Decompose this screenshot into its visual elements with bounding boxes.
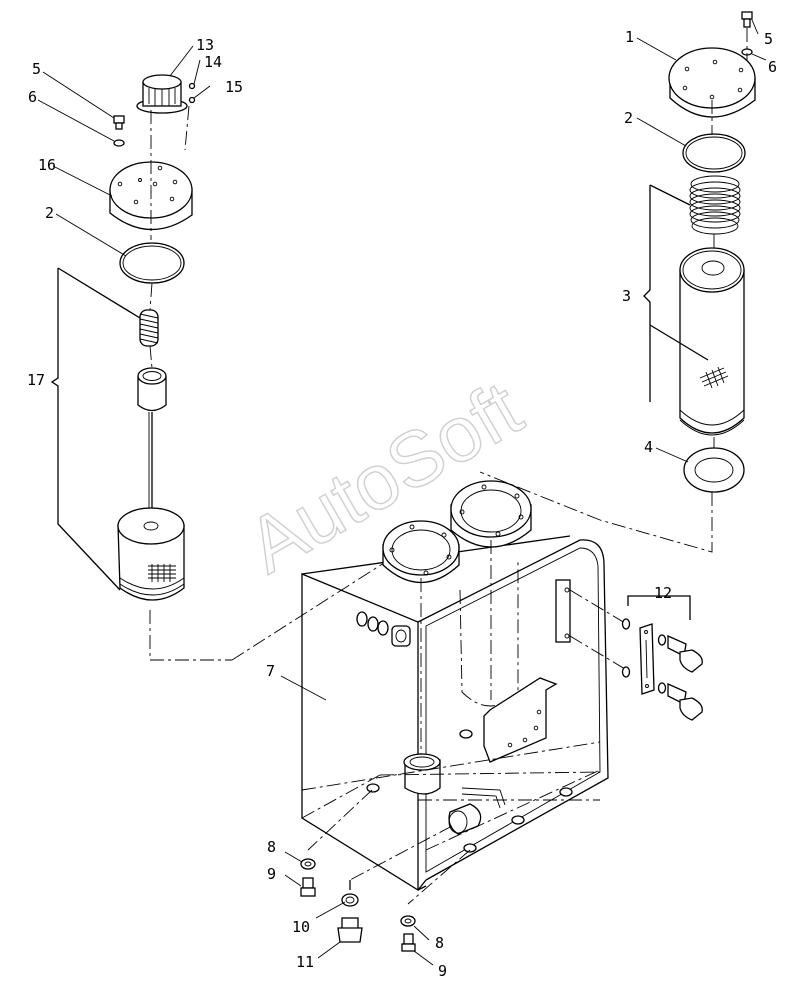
spring-right [689, 175, 741, 235]
callout-17: 17 [27, 371, 45, 389]
hydraulic-tank [301, 480, 609, 892]
callout-3: 3 [622, 287, 631, 305]
callout-5-right: 5 [764, 30, 773, 48]
callout-15: 15 [225, 78, 243, 96]
left-filter-assembly [50, 74, 421, 661]
filler-neck-right [450, 480, 532, 548]
callout-16: 16 [38, 156, 56, 174]
o-ring-right [682, 133, 746, 173]
callout-6-left: 6 [28, 88, 37, 106]
bolt-left [113, 115, 125, 147]
filler-neck-left [382, 520, 460, 584]
leader-lines [37, 19, 767, 966]
callout-11: 11 [296, 953, 314, 971]
callout-9-right: 9 [438, 962, 447, 980]
breather-cap [136, 74, 188, 114]
right-filter-assembly [479, 11, 756, 553]
callout-7: 7 [266, 662, 275, 680]
bottom-fittings [366, 729, 573, 853]
callout-14: 14 [204, 53, 222, 71]
tank-bracket [483, 677, 558, 763]
callout-labels: 5 6 13 14 15 16 2 17 1 5 6 2 3 4 12 7 8 … [27, 28, 777, 980]
sight-fittings [356, 611, 411, 647]
callout-10: 10 [292, 918, 310, 936]
callout-8-left: 8 [267, 838, 276, 856]
inner-tube-left [137, 367, 167, 520]
breather-screws [184, 82, 196, 151]
bottom-hardware [300, 789, 471, 952]
filter-cover-right [668, 47, 756, 118]
callout-8-right: 8 [435, 934, 444, 952]
callout-13: 13 [196, 36, 214, 54]
callout-4: 4 [644, 438, 653, 456]
callout-1: 1 [625, 28, 634, 46]
callout-2-left: 2 [45, 204, 54, 222]
gasket-right [683, 447, 745, 493]
filter-element-right [679, 247, 745, 436]
filter-element-left [117, 507, 185, 601]
callout-12: 12 [654, 584, 672, 602]
o-ring-left [119, 242, 185, 284]
clamp-assembly [555, 579, 703, 721]
filter-mesh-left [148, 564, 176, 582]
spring-left [139, 309, 159, 347]
callout-2-right: 2 [624, 109, 633, 127]
callout-5-left: 5 [32, 60, 41, 78]
callout-9-left: 9 [267, 865, 276, 883]
callout-6-right: 6 [768, 58, 777, 76]
filter-mesh-right [699, 366, 729, 389]
